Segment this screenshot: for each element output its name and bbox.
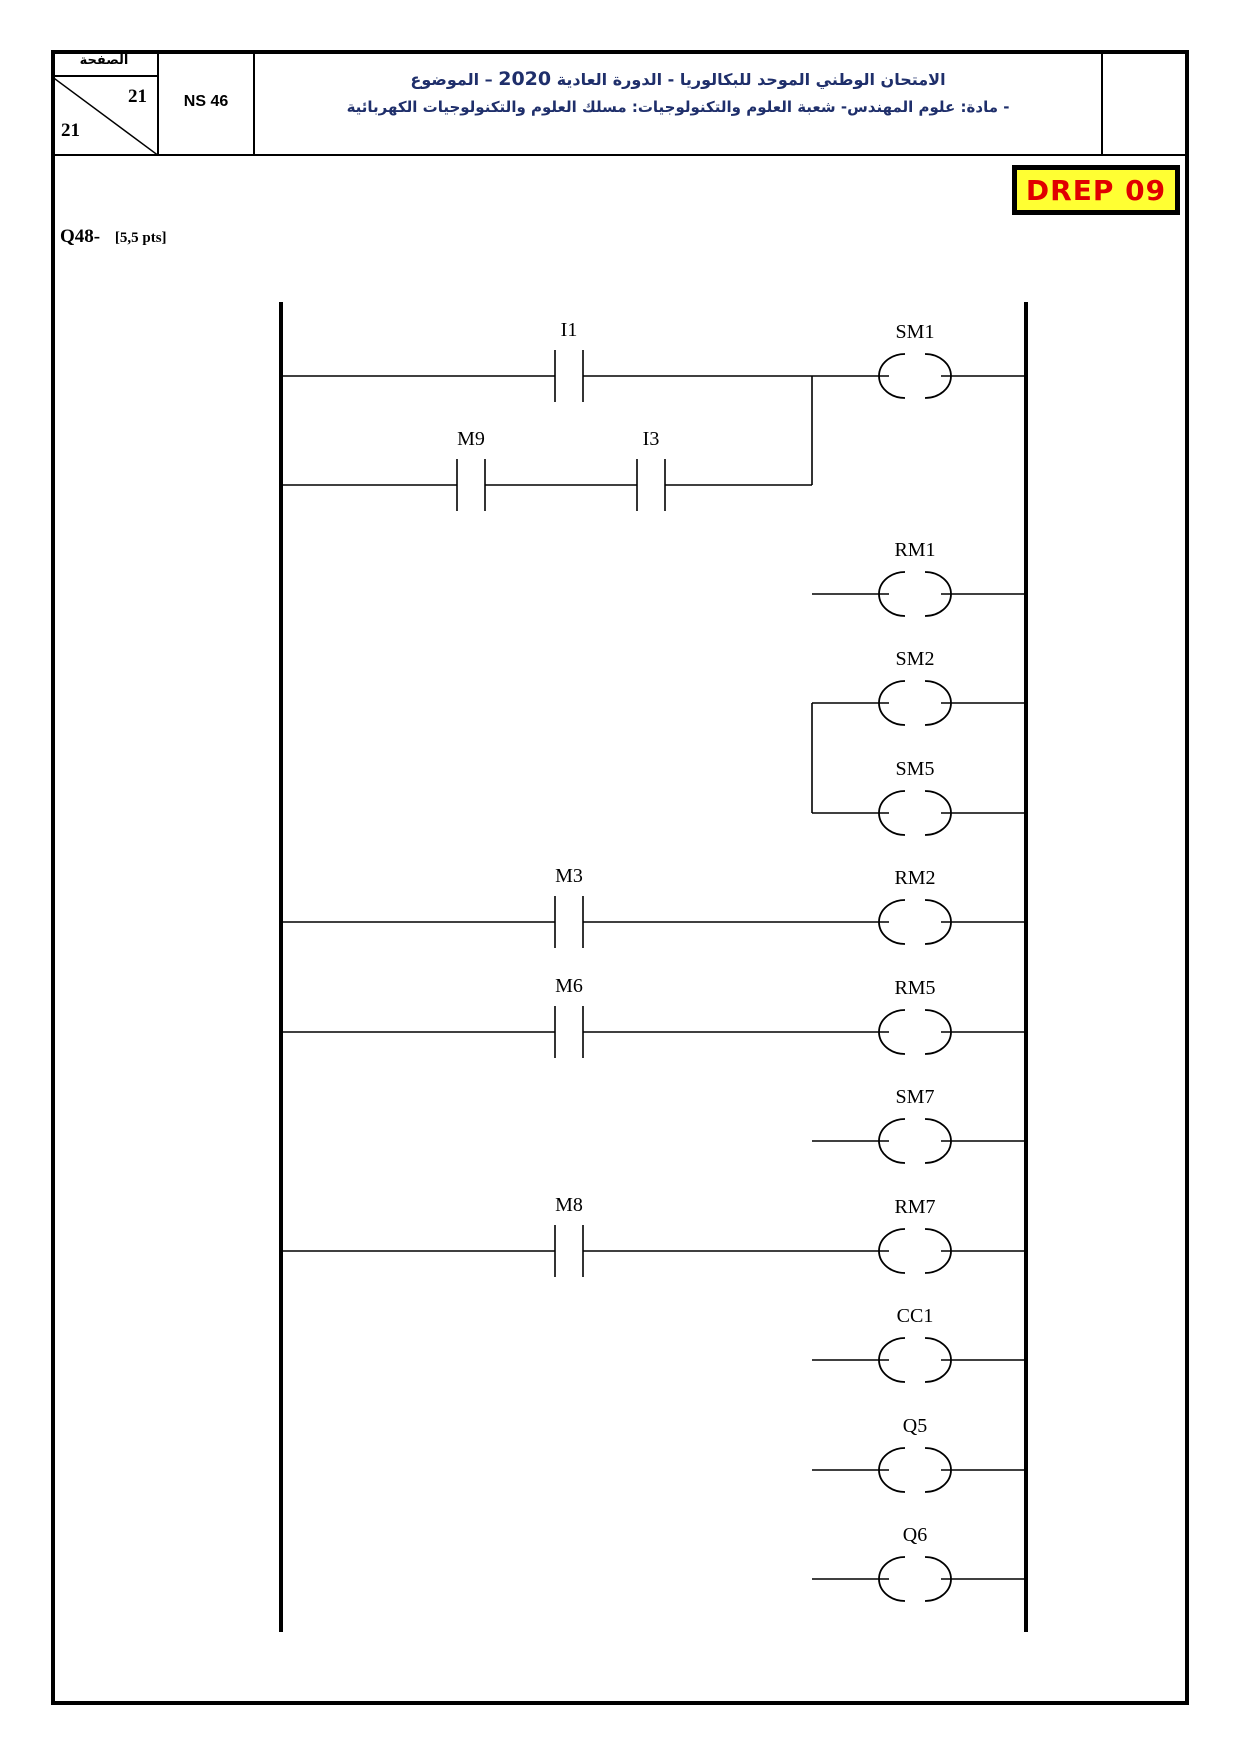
coil-arc-left — [878, 1447, 906, 1493]
contact-label: M8 — [555, 1194, 583, 1216]
question-points: [5,5 pts] — [114, 230, 167, 246]
coil-arc-left — [878, 1228, 906, 1274]
coil-arc-left — [878, 899, 906, 945]
contact-label: I3 — [643, 428, 660, 450]
coil-label: SM2 — [896, 648, 935, 670]
exam-title-cell: الامتحان الوطني الموحد للبكالوريا - الدو… — [255, 50, 1103, 154]
coil-arc-left — [878, 353, 906, 399]
coil-arc-left — [878, 571, 906, 617]
coil-label: RM1 — [894, 539, 935, 561]
coil-arc-left — [878, 790, 906, 836]
title-prefix: الامتحان الوطني الموحد للبكالوريا - الدو… — [556, 70, 946, 89]
contact-label: M9 — [457, 428, 485, 450]
page-diagonal — [51, 76, 159, 156]
question-number: Q48- — [60, 226, 101, 247]
header-table: الصفحة 21 21 NS 46 الامتحان الوطني الموح… — [51, 50, 1189, 156]
contact-label: I1 — [561, 319, 578, 341]
page-cell: الصفحة 21 21 — [51, 50, 159, 156]
coil-arc-left — [878, 1556, 906, 1602]
coil-label: SM7 — [896, 1086, 935, 1108]
page-total: 21 — [61, 120, 80, 141]
coil-label: Q5 — [903, 1415, 927, 1437]
drep-label: DREP 09 — [1016, 169, 1176, 211]
exam-subtitle: - مادة: علوم المهندس- شعبة العلوم والتكن… — [346, 98, 1010, 116]
drep-badge: DREP 09 — [1012, 165, 1180, 215]
coil-label: RM2 — [894, 867, 935, 889]
page-label: الصفحة — [51, 53, 157, 77]
page-frame — [51, 50, 1189, 1705]
question-label: Q48- [5,5 pts] — [60, 226, 167, 248]
coil-label: SM1 — [896, 321, 935, 343]
title-year: 2020 — [498, 68, 552, 90]
page-number: 21 — [128, 86, 147, 107]
coil-arc-left — [878, 1337, 906, 1383]
coil-label: RM5 — [894, 977, 935, 999]
coil-label: CC1 — [897, 1305, 934, 1327]
contact-label: M6 — [555, 975, 583, 997]
contact-label: M3 — [555, 865, 583, 887]
coil-arc-left — [878, 1118, 906, 1164]
coil-arc-left — [878, 1009, 906, 1055]
coil-label: RM7 — [894, 1196, 935, 1218]
title-suffix: – الموضوع — [410, 70, 493, 89]
coil-arc-left — [878, 680, 906, 726]
coil-label: Q6 — [903, 1524, 927, 1546]
exam-code: NS 46 — [159, 50, 255, 154]
exam-title: الامتحان الوطني الموحد للبكالوريا - الدو… — [255, 68, 1101, 90]
coil-label: SM5 — [896, 758, 935, 780]
